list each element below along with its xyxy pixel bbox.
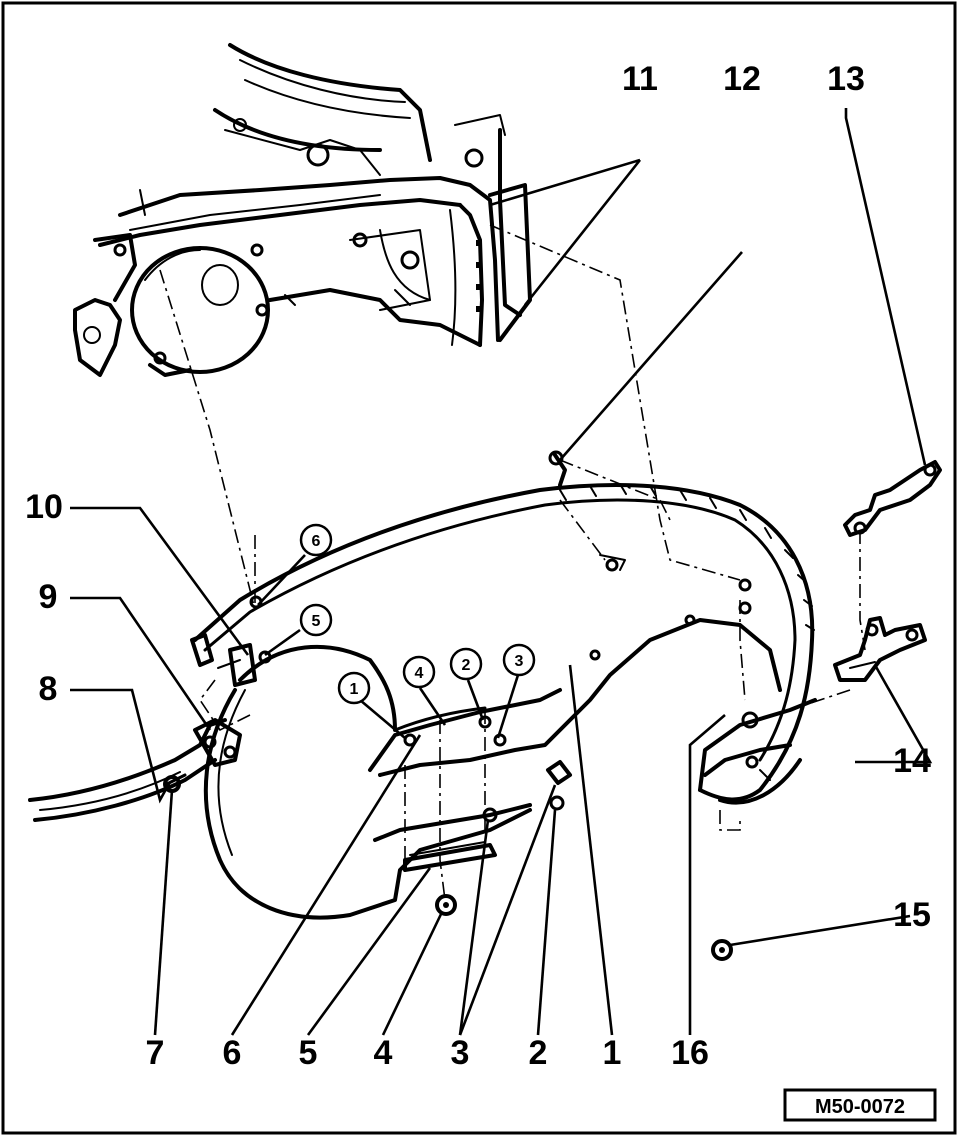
bracket-13 (843, 460, 942, 537)
circled-label-1: 1 (337, 671, 371, 705)
wheel-housing-liner (190, 450, 817, 920)
figure-code: M50-0072 (815, 1096, 905, 1118)
callout-labels: 11 12 13 10 9 8 14 15 7 6 5 4 3 2 1 16 (25, 60, 931, 1072)
nut-15 (711, 939, 733, 961)
callout-1: 1 (603, 1034, 622, 1072)
circled-label-6-text: 6 (312, 533, 321, 550)
circled-label-2-text: 2 (462, 657, 471, 674)
callout-11: 11 (622, 60, 658, 98)
callout-7: 7 (146, 1034, 165, 1072)
circled-label-5-text: 5 (312, 613, 321, 630)
vehicle-body-structure (73, 43, 532, 377)
callout-10: 10 (25, 488, 63, 526)
figure-code-box: M50-0072 (783, 1088, 937, 1122)
callout-9: 9 (39, 578, 58, 616)
callout-4: 4 (374, 1034, 393, 1072)
callout-14: 14 (893, 742, 931, 780)
circled-label-2: 2 (449, 647, 483, 681)
bracket-14 (833, 616, 927, 682)
circled-label-3: 3 (502, 643, 536, 677)
callout-5: 5 (299, 1034, 318, 1072)
callout-13: 13 (827, 60, 865, 98)
callout-12: 12 (723, 60, 761, 98)
callout-16: 16 (671, 1034, 709, 1072)
bolt-4 (435, 894, 457, 916)
callout-8: 8 (39, 670, 58, 708)
circled-label-5: 5 (299, 603, 333, 637)
callout-15: 15 (893, 896, 931, 934)
circled-label-4: 4 (402, 655, 436, 689)
circled-label-4-text: 4 (415, 665, 424, 682)
circled-label-6: 6 (299, 523, 333, 557)
callout-2: 2 (529, 1034, 548, 1072)
callout-6: 6 (223, 1034, 242, 1072)
circled-labels: 1 4 2 3 5 6 (299, 523, 536, 705)
circled-label-1-text: 1 (350, 681, 359, 698)
circled-label-3-text: 3 (515, 653, 524, 670)
leader-lines (70, 108, 933, 1036)
callout-3: 3 (451, 1034, 470, 1072)
